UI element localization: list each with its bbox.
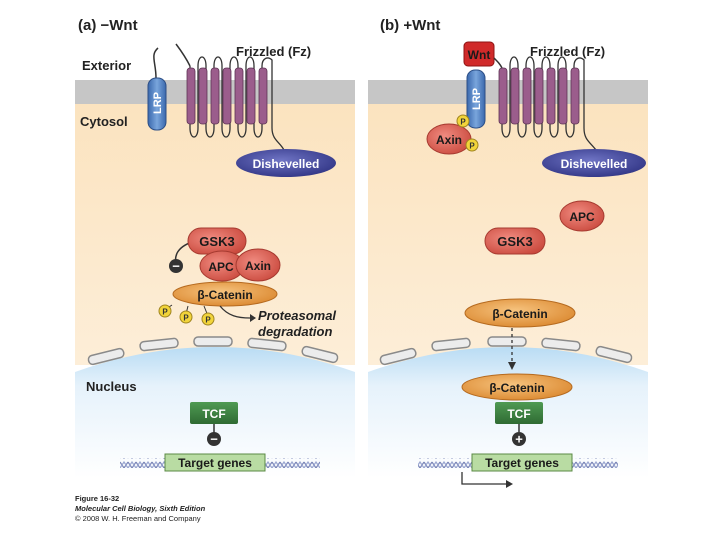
- axin-label-b: Axin: [436, 133, 462, 147]
- activate-circle-b: [512, 432, 526, 446]
- lrp-receptor-b: [466, 69, 486, 129]
- lrp-label: LRP: [152, 92, 164, 114]
- phosphate-b1: [456, 114, 470, 128]
- inhibit-sign-a1: −: [172, 259, 180, 274]
- beta-catenin-cytosol: [464, 298, 576, 328]
- degradation-arrow: [219, 305, 251, 319]
- phosphate-b2: [465, 138, 479, 152]
- lrp-label-b: LRP: [471, 88, 483, 110]
- proteasomal-label: Proteasomal: [258, 308, 336, 323]
- dishevelled-b: [542, 149, 646, 177]
- frizzled-receptor-b: [493, 56, 597, 151]
- beta-catenin-nuc-label: β-Catenin: [489, 381, 544, 395]
- target-genes-box-b: [471, 453, 573, 472]
- tcf-protein-a: [190, 402, 238, 424]
- gsk3-label: GSK3: [199, 234, 234, 249]
- book-title: Molecular Cell Biology, Sixth Edition: [75, 504, 206, 513]
- gsk3-protein-b: [484, 227, 546, 255]
- transcription-arrowhead: [506, 480, 513, 488]
- panel-a-title: (a) −Wnt: [78, 17, 138, 34]
- frizzled-label-b: Frizzled (Fz): [530, 44, 605, 59]
- beta-catenin-label-a: β-Catenin: [197, 288, 252, 302]
- apc-label-b: APC: [569, 210, 595, 224]
- dishevelled-label: Dishevelled: [253, 157, 320, 171]
- degradation-label: degradation: [258, 324, 332, 339]
- target-genes-label-b: Target genes: [485, 456, 559, 470]
- inhibit-circle-a2: [207, 432, 221, 446]
- phosphate-a1: [158, 304, 172, 318]
- degradation-arrowhead: [250, 314, 256, 322]
- phosphate-a2: [179, 310, 193, 324]
- apc-protein-b: [559, 200, 605, 232]
- phosphate-a1-label: P: [162, 308, 168, 317]
- target-genes-label-a: Target genes: [178, 456, 252, 470]
- phosphate-a3: [201, 312, 215, 326]
- figure-number: Figure 16-32: [75, 494, 120, 503]
- cytosol-label: Cytosol: [80, 114, 128, 129]
- inhibit-circle-a1: [169, 259, 183, 273]
- apc-label: APC: [208, 260, 234, 274]
- copyright: © 2008 W. H. Freeman and Company: [75, 514, 201, 523]
- axin-label: Axin: [245, 259, 271, 273]
- phosphate-b1-label: P: [460, 118, 466, 127]
- figure-caption: Figure 16-32 Molecular Cell Biology, Six…: [75, 494, 205, 524]
- translocation-arrowhead: [508, 362, 516, 370]
- phosphate-a3-label: P: [205, 316, 211, 325]
- frizzled-receptor: [175, 43, 285, 151]
- lrp-tail: [153, 47, 159, 79]
- phosphate-b2-label: P: [469, 142, 475, 151]
- axin-protein: [235, 248, 281, 282]
- panel-a-nuclear-envelope: [87, 336, 339, 366]
- target-genes-box-a: [164, 453, 266, 472]
- wnt-ligand: [463, 41, 495, 67]
- nucleus-label: Nucleus: [86, 379, 137, 394]
- phosphate-a2-label: P: [183, 314, 189, 323]
- panel-a: (a) −Wnt Exterior Cytosol Nucleus LRP Fr…: [75, 17, 355, 478]
- phosphate-groups-a: P P P: [158, 304, 215, 326]
- dishevelled: [236, 149, 336, 177]
- dishevelled-label-b: Dishevelled: [561, 157, 628, 171]
- beta-catenin-cyto-label: β-Catenin: [492, 307, 547, 321]
- lrp-receptor: [147, 77, 167, 131]
- exterior-label: Exterior: [82, 58, 131, 73]
- inhibit-sign-a2: −: [210, 432, 218, 447]
- frizzled-label: Frizzled (Fz): [236, 44, 311, 59]
- panel-b-membrane: [368, 80, 648, 104]
- transcription-arrow: [461, 472, 508, 485]
- tcf-protein-b: [495, 402, 543, 424]
- beta-catenin-nucleus: [461, 373, 573, 401]
- panel-b-nuclear-envelope: [379, 336, 633, 366]
- activate-sign-b: +: [515, 432, 523, 447]
- wnt-label: Wnt: [468, 48, 491, 62]
- panel-b: (b) +Wnt Wnt LRP Frizzled (Fz) Axin: [368, 17, 648, 488]
- tcf-label-b: TCF: [507, 407, 530, 421]
- panel-b-title: (b) +Wnt: [380, 17, 440, 34]
- beta-catenin-phosphorylated: [172, 281, 278, 307]
- gsk3-label-b: GSK3: [497, 234, 532, 249]
- tcf-label-a: TCF: [202, 407, 225, 421]
